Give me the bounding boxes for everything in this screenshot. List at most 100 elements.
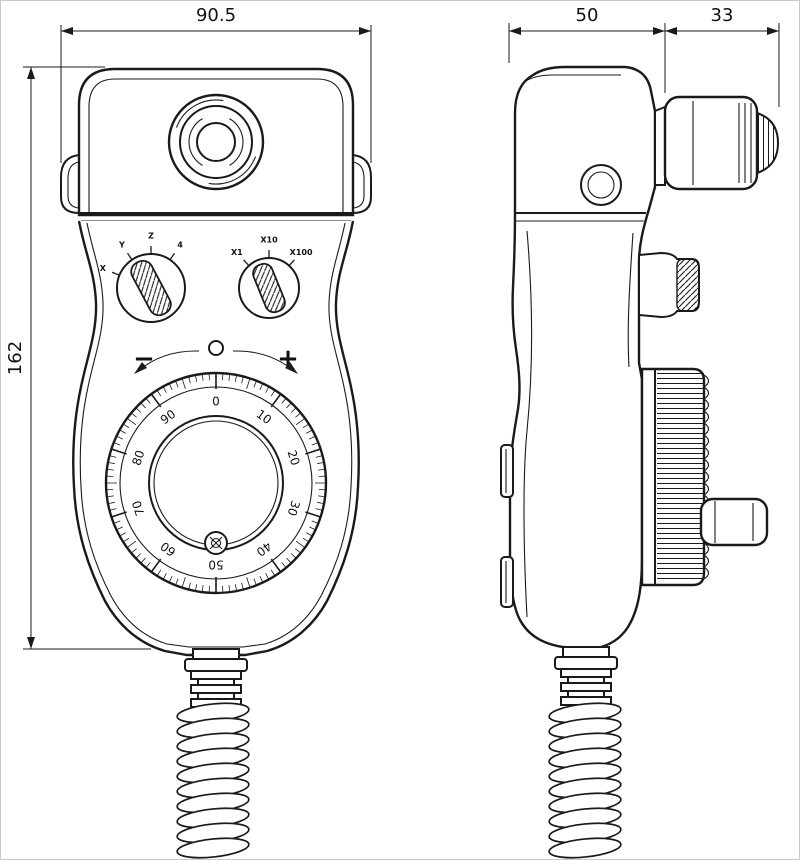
scale-tick	[156, 569, 162, 577]
scale-number: 80	[129, 448, 147, 467]
scale-tick	[253, 380, 257, 388]
scale-tick	[241, 582, 244, 590]
selector-label: Y	[118, 240, 125, 249]
scale-tick	[259, 383, 264, 390]
scale-tick	[175, 380, 179, 388]
handwheel-screw	[204, 531, 228, 555]
selector-label: X1	[231, 248, 243, 257]
scale-tick	[188, 582, 191, 590]
scale-tick	[302, 537, 310, 543]
side-view	[500, 65, 780, 859]
scale-tick	[270, 569, 276, 577]
cable-coil-front	[176, 702, 250, 859]
scale-tick	[309, 526, 316, 531]
cable-coil-turn	[548, 837, 622, 859]
scale-tick	[201, 585, 204, 593]
scale-tick	[295, 412, 302, 418]
scale-tick	[315, 508, 323, 511]
scale-tick	[107, 501, 115, 505]
scale-tick	[295, 418, 306, 426]
selector-tick	[126, 252, 133, 261]
scale-tick	[317, 461, 325, 465]
dimension-side-depth: 50	[508, 5, 666, 93]
scale-tick	[246, 577, 251, 588]
mounting-ear-left	[60, 154, 80, 214]
scale-tick	[228, 585, 231, 593]
crank-handle	[699, 497, 769, 547]
selector-label: X	[100, 264, 107, 273]
scale-tick	[270, 558, 282, 573]
scale-tick	[318, 495, 326, 498]
dimension-height-label: 162	[5, 341, 26, 375]
scale-tick	[145, 562, 151, 569]
scale-tick	[317, 501, 325, 505]
scale-tick	[188, 376, 191, 384]
handwheel-scale-ticks	[106, 373, 326, 593]
dimension-connector-label: 33	[711, 5, 734, 26]
scale-tick	[201, 373, 204, 381]
scale-tick	[140, 557, 146, 564]
scale-tick	[116, 526, 123, 531]
dimension-connector-depth: 33	[665, 5, 780, 107]
scale-tick	[107, 461, 115, 465]
scale-tick	[119, 429, 126, 434]
cable-coil-turn	[176, 837, 250, 859]
scale-tick	[290, 407, 297, 413]
scale-tick	[168, 576, 173, 583]
selector-knob-side	[638, 251, 700, 319]
scale-tick	[306, 429, 313, 434]
direction-markers: − +	[133, 340, 299, 374]
scale-tick	[270, 389, 276, 397]
scale-tick	[259, 576, 264, 583]
scale-tick	[168, 383, 173, 390]
knurl-edge	[703, 374, 710, 580]
cable-coil-side	[548, 702, 622, 859]
selector-label: X100	[290, 248, 313, 257]
scale-tick	[150, 393, 162, 408]
scale-tick	[311, 520, 319, 524]
emergency-stop-button	[167, 93, 265, 191]
scale-tick	[111, 511, 127, 518]
scale-tick	[311, 442, 319, 446]
scale-tick	[181, 378, 186, 389]
scale-tick	[109, 455, 117, 458]
estop-cap-end	[756, 111, 780, 175]
scale-tick	[116, 435, 123, 440]
selector-tick	[243, 259, 250, 267]
scale-tick	[281, 562, 287, 569]
cable-gland-side	[554, 646, 618, 706]
scale-tick	[175, 578, 179, 586]
scale-tick	[234, 584, 238, 592]
scale-tick	[246, 378, 251, 389]
side-body	[508, 65, 657, 651]
scale-tick	[315, 455, 323, 458]
scale-tick	[111, 448, 127, 455]
scale-number: 20	[284, 448, 302, 467]
multiplier-selector-knob	[252, 262, 286, 314]
scale-tick	[156, 389, 162, 397]
scale-tick	[106, 495, 114, 498]
scale-number: 70	[129, 499, 147, 518]
mounting-ear-right	[352, 154, 372, 214]
scale-tick	[145, 397, 151, 404]
scale-tick	[135, 407, 142, 413]
dimension-front-width: 90.5	[60, 5, 372, 163]
scale-tick	[295, 548, 302, 554]
scale-tick	[106, 468, 114, 471]
scale-tick	[286, 557, 292, 564]
scale-tick	[119, 532, 126, 537]
scale-tick	[162, 573, 167, 580]
scale-number: 30	[284, 499, 302, 518]
side-button-upper	[500, 444, 514, 498]
side-button-lower	[500, 556, 514, 608]
scale-tick	[306, 532, 313, 537]
scale-tick	[140, 402, 146, 409]
scale-tick	[295, 540, 306, 548]
